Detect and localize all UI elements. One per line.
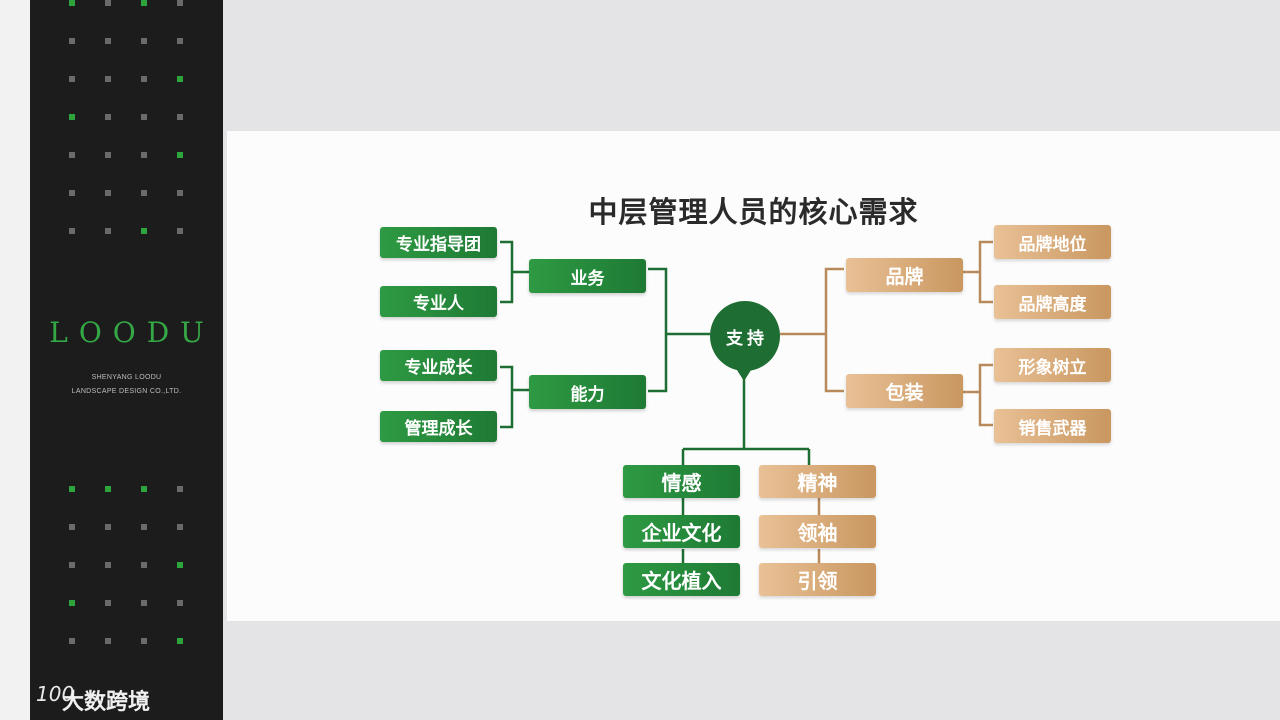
slide-canvas: 中层管理人员的核心需求 专业指导团 专业人 专业成长 管理成长 业务 能力 支持… xyxy=(227,131,1280,621)
left-item-professional-guidance: 专业指导团 xyxy=(380,227,497,258)
left-item-professional-person: 专业人 xyxy=(380,286,497,317)
right-item-brand-height: 品牌高度 xyxy=(994,285,1111,319)
bottom-green-corporate-culture: 企业文化 xyxy=(623,515,740,548)
right-group-packaging: 包装 xyxy=(846,374,963,408)
left-margin-strip xyxy=(0,0,30,720)
hub-support: 支持 xyxy=(710,301,780,371)
bottom-tan-leader: 领袖 xyxy=(759,515,876,548)
left-item-professional-growth: 专业成长 xyxy=(380,350,497,381)
bottom-tan-spirit: 精神 xyxy=(759,465,876,498)
right-item-image-building: 形象树立 xyxy=(994,348,1111,382)
left-item-management-growth: 管理成长 xyxy=(380,411,497,442)
diagram-title: 中层管理人员的核心需求 xyxy=(588,195,919,229)
watermark-text: 大数跨境 xyxy=(62,690,151,715)
bottom-tan-lead: 引领 xyxy=(759,563,876,596)
bottom-green-culture-implant: 文化植入 xyxy=(623,563,740,596)
right-group-brand: 品牌 xyxy=(846,258,963,292)
brand-subtitle-line2: LANDSCAPE DESIGN CO.,LTD. xyxy=(71,388,182,395)
sidebar-panel: LOODU SHENYANG LOODU LANDSCAPE DESIGN CO… xyxy=(30,0,223,720)
left-group-business: 业务 xyxy=(529,259,646,293)
right-item-sales-weapon: 销售武器 xyxy=(994,409,1111,443)
connector-lines xyxy=(500,240,993,565)
watermark-logo: 100 xyxy=(36,682,75,706)
brand-subtitle-line1: SHENYANG LOODU xyxy=(91,374,162,381)
brand-name: LOODU xyxy=(49,316,215,349)
left-group-ability: 能力 xyxy=(529,375,646,409)
right-item-brand-status: 品牌地位 xyxy=(994,225,1111,259)
bottom-green-emotion: 情感 xyxy=(623,465,740,498)
